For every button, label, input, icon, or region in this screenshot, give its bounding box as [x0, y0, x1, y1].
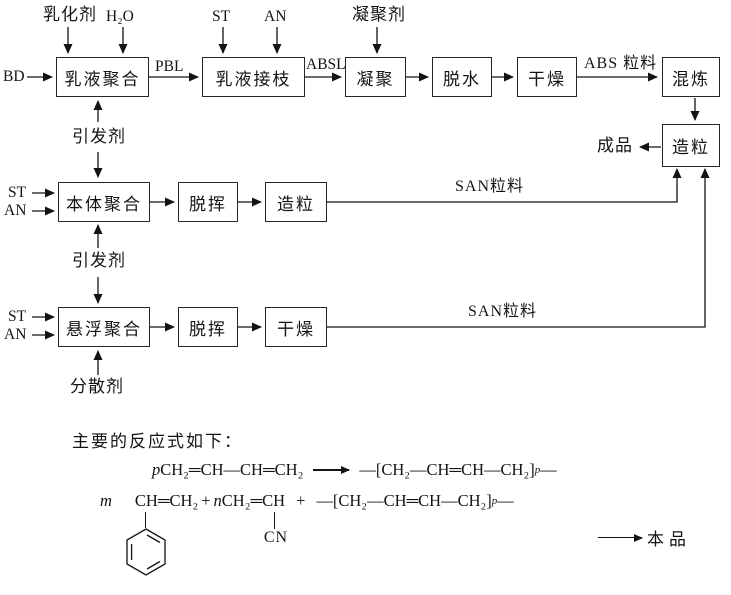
eq1-polymer-bracket: ] [529, 460, 535, 479]
eq2-plus-1: + [201, 491, 211, 510]
label-an-bottom: AN [4, 326, 27, 343]
box-suspension-polymerization: 悬浮聚合 [58, 307, 150, 347]
label-pbl: PBL [155, 58, 184, 75]
box-devolatilization-bottom: 脱挥 [178, 307, 238, 347]
label-emulsifier: 乳化剂 [43, 5, 97, 24]
box-emulsion-polymerization: 乳液聚合 [56, 57, 149, 97]
eq2-polymer-subscript: p [491, 495, 498, 507]
box-pelletizing-mid: 造粒 [265, 182, 327, 222]
box-devolatilization-mid: 脱挥 [178, 182, 238, 222]
eq1-polymer-subscript: p [534, 464, 541, 476]
box-drying-bottom: 干燥 [265, 307, 327, 347]
eq2-styrene: CH═CH₂ [134, 491, 199, 510]
label-coagulant: 凝聚剂 [352, 5, 406, 24]
box-bulk-polymerization: 本体聚合 [58, 182, 150, 222]
label-finished-product: 成品 [597, 136, 633, 155]
box-pelletizing-final: 造粒 [662, 124, 720, 167]
box-drying-top: 干燥 [517, 57, 577, 97]
eq2-polymer-open: —[ [316, 491, 339, 510]
label-an-top: AN [264, 8, 287, 25]
reactions-intro: 主要的反应式如下： [72, 432, 243, 451]
label-water: H₂O [106, 8, 134, 25]
eq2-polymer-post: — [497, 491, 514, 510]
eq1-polymer-post: — [540, 460, 557, 479]
eq2-acrylonitrile: CH₂═CH [221, 491, 286, 510]
label-dispersant: 分散剂 [70, 377, 124, 396]
eq1-polymer-open: —[ [359, 460, 382, 479]
label-san-pellets-mid: SAN粒料 [455, 178, 525, 195]
eq1-polymer-unit: CH₂—CH═CH—CH₂ [381, 460, 530, 479]
bond-line [273, 512, 276, 529]
eq2-coefficient-n: n [213, 491, 222, 510]
eq2-acrylonitrile-group: CH₂═CH CN [221, 491, 287, 546]
product-arrow-icon [598, 536, 642, 539]
label-abs-pellets: ABS 粒料 [584, 55, 658, 72]
label-st-bottom: ST [8, 308, 27, 325]
bond-line [144, 512, 147, 528]
label-initiator-1: 引发剂 [72, 127, 126, 146]
flow-lines [27, 27, 710, 375]
box-kneading: 混炼 [662, 57, 720, 97]
reaction-arrow-icon [313, 469, 350, 471]
box-coagulation: 凝聚 [345, 57, 406, 97]
label-bd: BD [3, 68, 25, 85]
reaction-product: 本品 [598, 525, 691, 550]
product-label: 本品 [647, 530, 691, 549]
eq1-monomer: CH₂═CH—CH═CH₂ [160, 460, 304, 479]
eq2-polymer-unit: CH₂—CH═CH—CH₂ [338, 491, 487, 510]
eq2-coefficient-m: m [100, 491, 112, 510]
eq2-plus-2: + [296, 491, 306, 510]
label-st-mid: ST [8, 184, 27, 201]
eq2-styrene-group: CH═CH₂ [126, 491, 199, 576]
eq2-cn-group: CN [263, 529, 289, 546]
label-initiator-2: 引发剂 [72, 251, 126, 270]
label-st-top: ST [212, 8, 231, 25]
label-san-pellets-bottom: SAN粒料 [468, 303, 538, 320]
eq2-polymer-bracket: ] [486, 491, 492, 510]
label-absl: ABSL [306, 56, 346, 73]
benzene-ring-icon [126, 528, 166, 576]
label-an-mid: AN [4, 202, 27, 219]
box-emulsion-grafting: 乳液接枝 [202, 57, 305, 97]
eq1-coefficient: p [152, 460, 161, 479]
box-dewatering: 脱水 [432, 57, 492, 97]
